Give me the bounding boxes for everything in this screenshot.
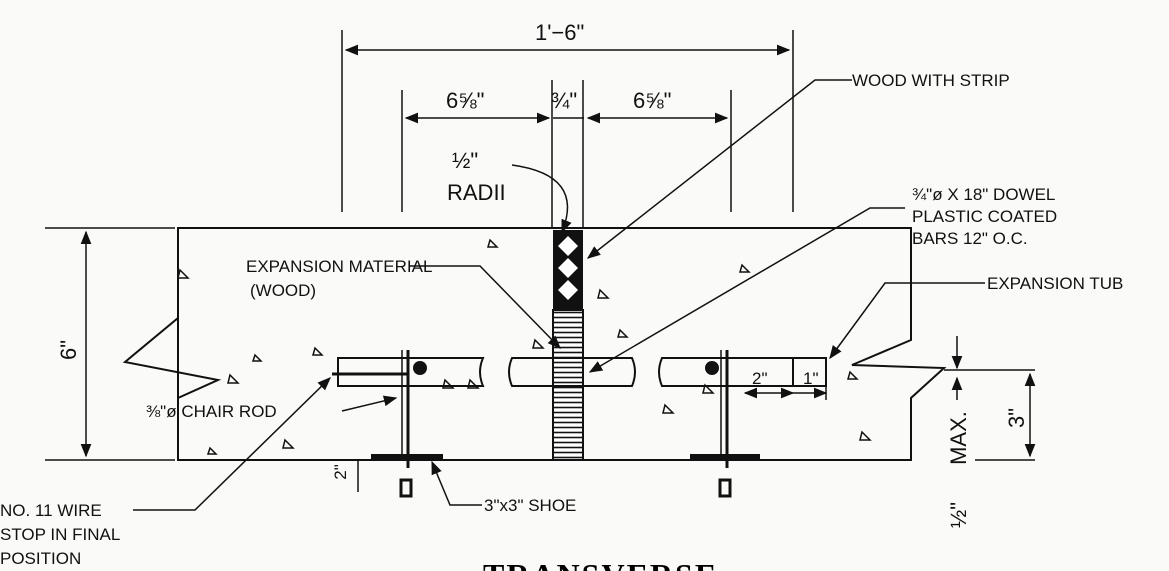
- shoe-leader: [431, 460, 482, 506]
- shoe-label: 3"x3" SHOE: [484, 496, 576, 515]
- wood-strip-leader: [586, 79, 852, 259]
- chair-foot-right: [718, 478, 732, 498]
- chair-rod-label: ⅜"ø CHAIR ROD: [146, 402, 277, 421]
- shoe-left: [371, 454, 443, 460]
- expansion-tube-label: EXPANSION TUB: [987, 274, 1123, 293]
- expansion-tube: [792, 357, 827, 387]
- chair-foot-left: [399, 478, 413, 498]
- drawing-title: TRANSVERSE: [483, 557, 718, 571]
- shoe-right: [690, 454, 760, 460]
- chair-bar-right: [705, 361, 719, 375]
- expansion-wood-label: (WOOD): [250, 281, 316, 300]
- wood-strip-label: WOOD WITH STRIP: [852, 71, 1010, 90]
- shoe-height-label: 2": [331, 464, 350, 480]
- dowel-label-line2: PLASTIC COATED: [912, 207, 1057, 226]
- radii-word-label: RADII: [447, 180, 506, 205]
- overall-width-label: 1'−6": [535, 20, 584, 45]
- dowel-leader: [588, 207, 905, 373]
- radii-size-label: ½": [452, 148, 478, 173]
- expansion-material-leader: [410, 265, 561, 349]
- wire-label-line1: NO. 11 WIRE: [0, 501, 102, 520]
- max-label: MAX.: [946, 411, 971, 465]
- dowel-bar-right: [658, 357, 794, 387]
- radii-leader: [511, 164, 572, 234]
- joint-width-label: ¾": [551, 88, 577, 113]
- dowel-depth-label: 3": [1004, 408, 1029, 428]
- chair-bar-left: [413, 361, 427, 375]
- slab-outline: [122, 227, 947, 461]
- wire-leader: [133, 377, 331, 511]
- wire-label-line3: POSITION: [0, 549, 81, 568]
- left-half-label: 6⅝": [446, 88, 484, 113]
- tube-end-label: 1": [803, 369, 819, 388]
- right-half-label: 6⅝": [633, 88, 671, 113]
- slab-depth-label: 6": [56, 340, 81, 360]
- expansion-material-label: EXPANSION MATERIAL: [246, 257, 432, 276]
- joint-strip-pattern: [558, 236, 578, 300]
- dowel-label-line3: BARS 12" O.C.: [912, 229, 1028, 248]
- tube-gap-label: 2": [752, 369, 768, 388]
- aggregate-marks: [177, 238, 872, 455]
- half-inch-label: ½": [946, 502, 971, 528]
- dowel-bar-left: [337, 357, 485, 387]
- chair-rod-leader: [341, 395, 398, 412]
- dowel-bar-center: [508, 357, 636, 387]
- dowel-label-line1: ¾"ø X 18" DOWEL: [912, 185, 1055, 204]
- wire-label-line2: STOP IN FINAL: [0, 525, 120, 544]
- expansion-tube-leader: [829, 282, 985, 360]
